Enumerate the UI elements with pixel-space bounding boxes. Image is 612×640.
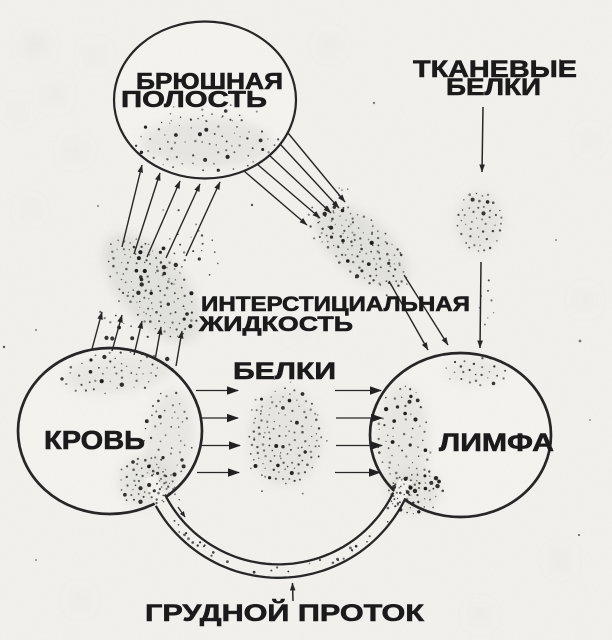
- svg-text:БЕЛКИ: БЕЛКИ: [233, 358, 336, 385]
- svg-text:ИНТЕРСТИЦИАЛЬНАЯ: ИНТЕРСТИЦИАЛЬНАЯ: [201, 293, 470, 316]
- svg-text:ПОЛОСТЬ: ПОЛОСТЬ: [121, 86, 267, 112]
- svg-text:БЕЛКИ: БЕЛКИ: [446, 74, 541, 101]
- svg-text:ГРУДНОЙ ПРОТОК: ГРУДНОЙ ПРОТОК: [145, 599, 424, 627]
- svg-text:БРЮШНАЯ: БРЮШНАЯ: [136, 68, 283, 94]
- svg-text:ТКАНЕВЫЕ: ТКАНЕВЫЕ: [413, 56, 577, 83]
- svg-text:ЖИДКОСТЬ: ЖИДКОСТЬ: [198, 313, 353, 336]
- svg-text:ЛИМФА: ЛИМФА: [439, 429, 554, 457]
- svg-text:КРОВЬ: КРОВЬ: [44, 425, 145, 455]
